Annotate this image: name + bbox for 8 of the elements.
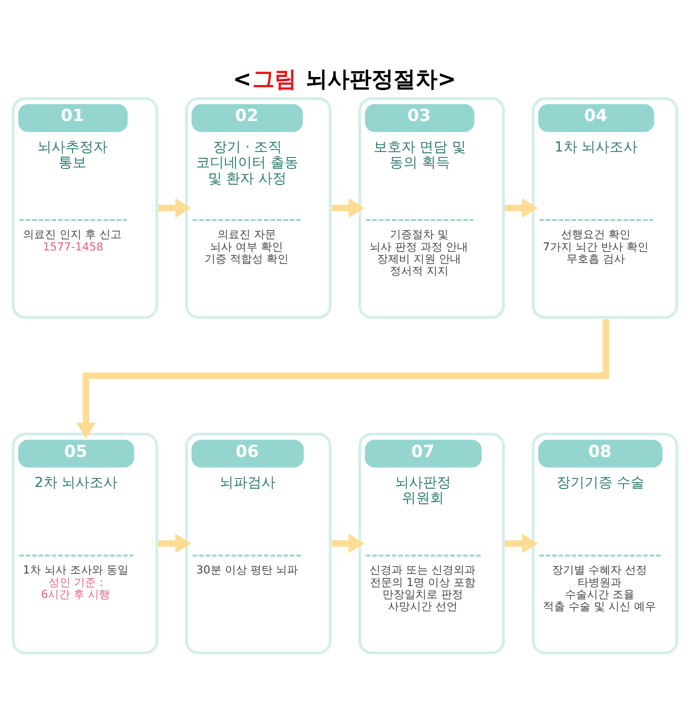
arrow bbox=[504, 198, 538, 218]
arrow bbox=[158, 534, 192, 554]
arrow bbox=[332, 534, 365, 554]
arrow bbox=[76, 319, 610, 439]
arrow bbox=[158, 198, 192, 218]
arrow bbox=[332, 198, 365, 218]
diagram-title: <그림 뇌사판정절차> bbox=[232, 66, 456, 92]
arrow bbox=[504, 534, 538, 554]
